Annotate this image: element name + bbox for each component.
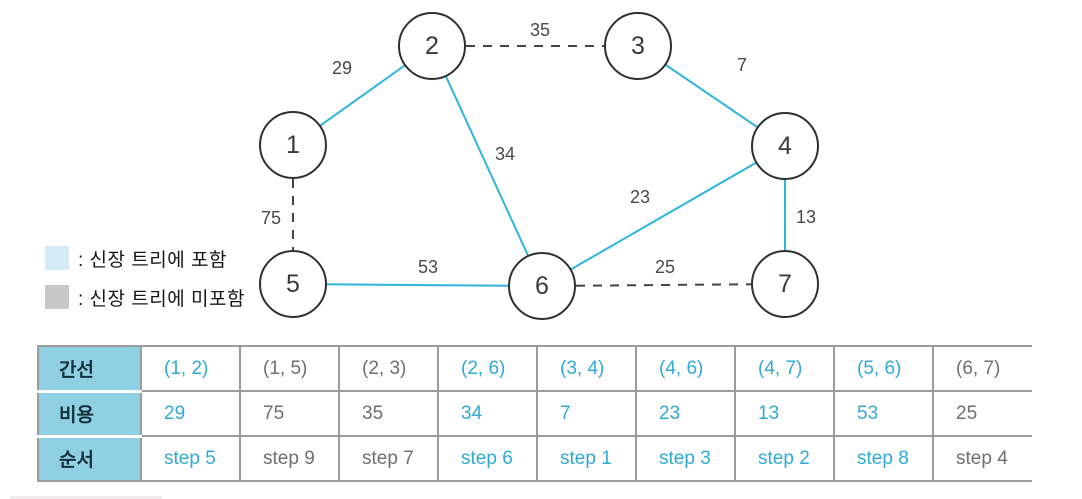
legend: : 신장 트리에 포함 : 신장 트리에 미포함 xyxy=(45,246,245,324)
cell-step-0: step 5 xyxy=(140,435,241,482)
legend-item-included: : 신장 트리에 포함 xyxy=(45,246,245,271)
cell-cost-0: 29 xyxy=(140,390,241,437)
cell-cost-5: 23 xyxy=(635,390,736,437)
legend-item-excluded: : 신장 트리에 미포함 xyxy=(45,285,245,310)
cell-edge-4: (3, 4) xyxy=(536,345,637,392)
graph-node-label-3: 3 xyxy=(631,32,645,60)
edge-weight-6-7: 25 xyxy=(655,257,675,277)
edge-2-6 xyxy=(431,45,543,287)
cell-cost-4: 7 xyxy=(536,390,637,437)
cell-edge-7: (5, 6) xyxy=(833,345,934,392)
cell-edge-5: (4, 6) xyxy=(635,345,736,392)
graph-node-6 xyxy=(508,252,576,320)
mst-table-body: 간선(1, 2)(1, 5)(2, 3)(2, 6)(3, 4)(4, 6)(4… xyxy=(37,345,1032,482)
cell-step-7: step 8 xyxy=(833,435,934,482)
graph-node-2 xyxy=(398,12,466,80)
cell-edge-0: (1, 2) xyxy=(140,345,241,392)
cell-step-4: step 1 xyxy=(536,435,637,482)
graph-node-label-1: 1 xyxy=(286,131,300,159)
cell-step-2: step 7 xyxy=(338,435,439,482)
edge-weight-2-6: 34 xyxy=(495,144,515,164)
graph-node-5 xyxy=(259,250,327,318)
legend-excluded-label: : 신장 트리에 미포함 xyxy=(78,288,245,310)
cell-edge-1: (1, 5) xyxy=(239,345,340,392)
cell-cost-8: 25 xyxy=(932,390,1032,437)
cell-step-6: step 2 xyxy=(734,435,835,482)
mst-table: 간선(1, 2)(1, 5)(2, 3)(2, 6)(3, 4)(4, 6)(4… xyxy=(37,345,1032,482)
cell-cost-3: 34 xyxy=(437,390,538,437)
edge-weight-4-7: 13 xyxy=(796,207,816,227)
excluded-swatch-icon xyxy=(45,285,69,309)
edge-4-6 xyxy=(541,145,786,287)
included-swatch-icon xyxy=(45,246,69,270)
cell-step-8: step 4 xyxy=(932,435,1032,482)
cell-cost-7: 53 xyxy=(833,390,934,437)
bottom-caption-fragment xyxy=(10,496,162,499)
edge-5-6 xyxy=(292,283,543,287)
edge-weight-1-2: 29 xyxy=(332,58,352,78)
edge-weight-4-6: 23 xyxy=(630,187,650,207)
cell-edge-2: (2, 3) xyxy=(338,345,439,392)
edge-weight-3-4: 7 xyxy=(737,55,747,75)
row-header-step: 순서 xyxy=(37,434,142,482)
graph-node-4 xyxy=(751,112,819,180)
cell-cost-2: 35 xyxy=(338,390,439,437)
edge-weight-5-6: 53 xyxy=(418,257,438,277)
cell-step-1: step 9 xyxy=(239,435,340,482)
cell-cost-6: 13 xyxy=(734,390,835,437)
graph-node-3 xyxy=(604,12,672,80)
row-header-edge: 간선 xyxy=(37,345,142,392)
edge-weight-1-5: 75 xyxy=(261,208,281,228)
cell-step-5: step 3 xyxy=(635,435,736,482)
legend-included-label: : 신장 트리에 포함 xyxy=(78,249,227,271)
graph-node-1 xyxy=(259,111,327,179)
cell-edge-8: (6, 7) xyxy=(932,345,1032,392)
cell-edge-3: (2, 6) xyxy=(437,345,538,392)
edge-weight-2-3: 35 xyxy=(530,20,550,40)
cell-cost-1: 75 xyxy=(239,390,340,437)
row-header-cost: 비용 xyxy=(37,389,142,437)
graph-node-7 xyxy=(751,250,819,318)
graph-node-label-7: 7 xyxy=(778,270,792,298)
graph-node-label-6: 6 xyxy=(535,272,549,300)
graph-node-label-2: 2 xyxy=(425,32,439,60)
edge-6-7 xyxy=(541,283,786,287)
graph-node-label-4: 4 xyxy=(778,132,792,160)
graph-node-label-5: 5 xyxy=(286,270,300,298)
table-row-edge: 간선(1, 2)(1, 5)(2, 3)(2, 6)(3, 4)(4, 6)(4… xyxy=(37,345,1032,392)
cell-step-3: step 6 xyxy=(437,435,538,482)
cell-edge-6: (4, 7) xyxy=(734,345,835,392)
